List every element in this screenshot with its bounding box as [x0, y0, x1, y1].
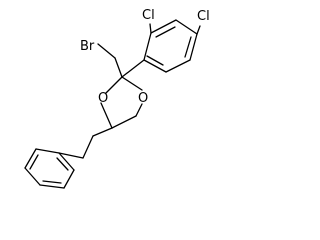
bond-c5-o3	[135, 103, 143, 117]
chlorine-para-label: Cl	[197, 9, 210, 24]
aromatic-double-1	[155, 26, 176, 38]
structure-canvas: Br Cl Cl O O	[24, 8, 210, 189]
phenyl-double-2	[42, 180, 62, 184]
chlorine-ortho-label: Cl	[142, 8, 155, 23]
bond-br-ch2	[97, 43, 116, 59]
phenylethyl-chain	[58, 127, 113, 159]
phenyl-ring	[24, 148, 75, 189]
bond-ar6-ar1	[143, 59, 167, 73]
bond-ph6-ph1	[58, 152, 75, 171]
molecule-diagram: Br Cl Cl O O	[24, 8, 210, 189]
bond-ch2a-ch2b	[82, 135, 94, 159]
bond-c4-ch2a	[92, 127, 113, 137]
bond-c2-o1	[105, 76, 123, 94]
aromatic-double-3	[146, 55, 164, 66]
bond-ch2b-ph	[58, 152, 84, 159]
bond-ch2-c2	[114, 57, 123, 78]
bond-ar2-ar3	[150, 19, 177, 34]
dichlorophenyl-ring	[121, 19, 201, 78]
bond-o1-c4	[100, 102, 113, 129]
bond-c4-c5	[111, 115, 137, 129]
oxygen-left-label: O	[98, 91, 108, 106]
bromine-label: Br	[80, 39, 95, 54]
aromatic-double-2	[184, 36, 192, 58]
bond-ar3-ar4	[175, 19, 198, 35]
bond-ph4-ph5	[39, 184, 65, 189]
bond-ar1-ar2	[143, 32, 152, 61]
oxygen-right-label: O	[138, 91, 148, 106]
bond-ar4-ar5	[189, 33, 198, 61]
bond-ar5-ar6	[165, 59, 191, 73]
bond-c2-aryl	[121, 59, 145, 78]
bond-o3-c2	[121, 76, 143, 91]
bromomethyl-group	[97, 43, 123, 78]
bond-ph1-ph2	[35, 148, 60, 154]
bond-ar4-cl	[196, 25, 201, 35]
bond-ar2-cl	[149, 23, 152, 34]
bond-ph3-ph4	[24, 167, 41, 186]
phenyl-double-1	[29, 154, 39, 170]
bond-ph5-ph6	[63, 169, 75, 189]
bond-ph2-ph3	[24, 148, 37, 169]
phenyl-double-3	[56, 157, 69, 171]
dioxolane-ring	[100, 76, 143, 129]
